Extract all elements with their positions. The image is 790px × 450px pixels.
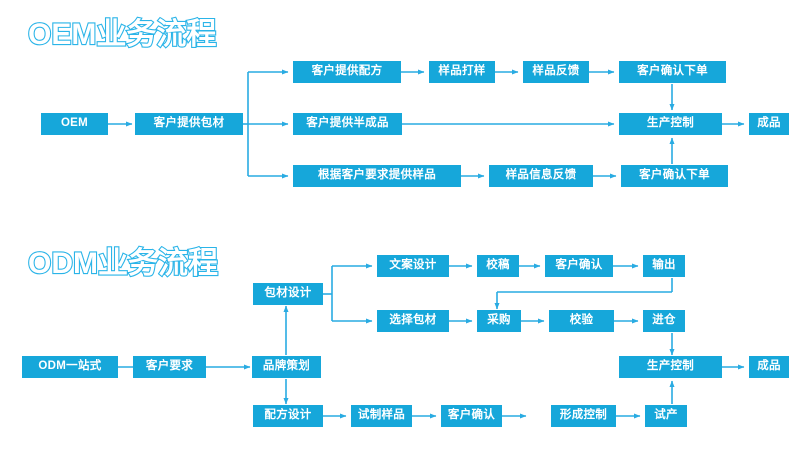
section-title-odm: ODM业务流程 (27, 247, 219, 280)
node-odm-trial-production[interactable]: 试产 (645, 405, 687, 427)
node-odm-production[interactable]: 生产控制 (619, 356, 722, 378)
node-oem-branch-c-1[interactable]: 根据客户要求提供样品 (293, 165, 461, 187)
node-odm-brand-plan[interactable]: 品牌策划 (252, 356, 321, 378)
node-odm-formula-design[interactable]: 配方设计 (253, 405, 323, 427)
node-odm-start[interactable]: ODM一站式 (22, 356, 118, 378)
node-odm-package-design[interactable]: 包材设计 (253, 283, 323, 305)
node-odm-proof[interactable]: 校稿 (477, 255, 519, 277)
node-odm-requirement[interactable]: 客户要求 (133, 356, 206, 378)
node-oem-production[interactable]: 生产控制 (619, 113, 722, 135)
node-oem-branch-b-1[interactable]: 客户提供半成品 (293, 113, 402, 135)
node-odm-customer-confirm-bottom[interactable]: 客户确认 (441, 405, 502, 427)
node-oem-branch-a-2[interactable]: 样品打样 (429, 61, 495, 83)
node-odm-select-package[interactable]: 选择包材 (377, 310, 449, 332)
node-oem-branch-a-3[interactable]: 样品反馈 (523, 61, 589, 83)
node-oem-start[interactable]: OEM (41, 113, 108, 135)
node-oem-branch-a-4[interactable]: 客户确认下单 (619, 61, 726, 83)
node-oem-branch-c-2[interactable]: 样品信息反馈 (489, 165, 593, 187)
node-odm-purchase[interactable]: 采购 (477, 310, 521, 332)
node-odm-form-control[interactable]: 形成控制 (551, 405, 616, 427)
section-title-oem: OEM业务流程 (27, 18, 218, 51)
node-odm-copy-design[interactable]: 文案设计 (377, 255, 449, 277)
node-odm-trial-sample[interactable]: 试制样品 (351, 405, 412, 427)
node-oem-branch-a-1[interactable]: 客户提供配方 (293, 61, 401, 83)
node-oem-finished[interactable]: 成品 (749, 113, 789, 135)
node-odm-customer-confirm-top[interactable]: 客户确认 (545, 255, 613, 277)
node-odm-warehouse[interactable]: 进仓 (643, 310, 685, 332)
node-odm-finished[interactable]: 成品 (749, 356, 789, 378)
node-odm-output[interactable]: 输出 (643, 255, 685, 277)
node-oem-branch-c-3[interactable]: 客户确认下单 (621, 165, 728, 187)
node-oem-packaging[interactable]: 客户提供包材 (135, 113, 243, 135)
node-odm-inspect[interactable]: 校验 (549, 310, 614, 332)
